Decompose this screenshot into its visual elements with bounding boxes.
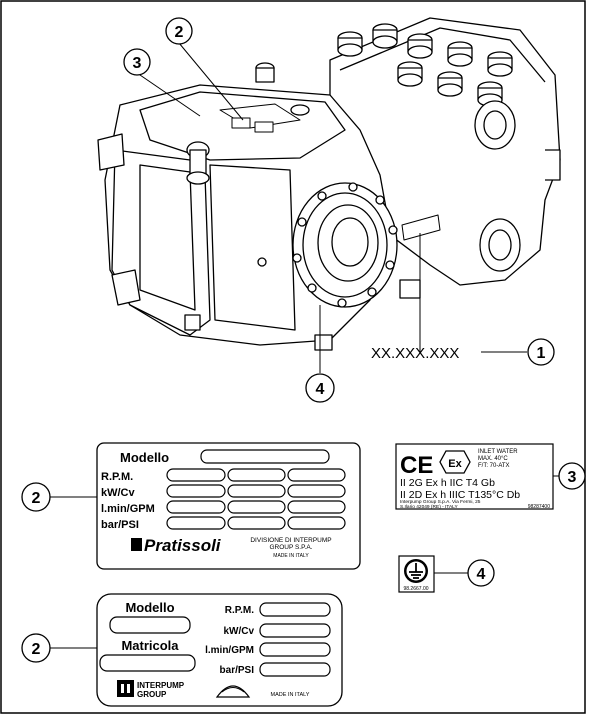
serial-number-label: Matricola bbox=[121, 638, 179, 653]
brand-text: INTERPUMP bbox=[137, 681, 185, 690]
atex-line-gas: II 2G Ex h IIC T4 Gb bbox=[400, 477, 495, 489]
callout-number: 2 bbox=[32, 490, 41, 507]
callout-pump-1: 1 bbox=[527, 338, 555, 366]
brand-name: Pratissoli bbox=[144, 536, 222, 555]
label-code: 98.2667.00 bbox=[403, 586, 428, 592]
made-in-text: MADE IN ITALY bbox=[271, 692, 310, 698]
callout-number: 1 bbox=[537, 345, 546, 362]
ex-hexagon-icon bbox=[439, 450, 471, 474]
inlet-text: MAX. 40°C bbox=[478, 456, 508, 462]
division-text: MADE IN ITALY bbox=[273, 553, 309, 559]
callout-number: 3 bbox=[568, 469, 577, 486]
callout-top-2: 2 bbox=[165, 17, 193, 45]
ce-atex-label: CE Ex INLET WATER MAX. 40°C F/T: 70-ATX … bbox=[395, 443, 586, 510]
nameplate-pratissoli: 2 Modello R.P.M. kW/Cv l.min/GPM bar/PSI… bbox=[21, 442, 361, 570]
callout-number: 2 bbox=[175, 24, 184, 41]
serial-label: XX.XXX.XXX bbox=[371, 345, 459, 362]
atex-line-dust: II 2D Ex h IIIC T135°C Db bbox=[400, 489, 520, 501]
address-text: Interpump Group S.p.A. Via Fermi, 25 bbox=[400, 499, 481, 505]
model-label: Modello bbox=[125, 600, 174, 615]
inlet-text: INLET WATER bbox=[478, 449, 518, 455]
label-code: 98287400 bbox=[528, 504, 550, 510]
callout-number: 3 bbox=[133, 55, 142, 72]
gearbox-flange bbox=[292, 182, 398, 308]
nameplate-interpump: 2 Modello Matricola R.P.M. kW/Cv l.min/G… bbox=[21, 593, 343, 707]
brand-text: GROUP bbox=[137, 690, 167, 699]
row-label: bar/PSI bbox=[220, 665, 255, 676]
ce-mark: CE bbox=[400, 452, 433, 479]
valve-caps bbox=[337, 23, 513, 107]
row-label: R.P.M. bbox=[225, 605, 254, 616]
pump-illustration bbox=[97, 17, 561, 351]
row-label: kW/Cv bbox=[101, 487, 136, 499]
plate-fields bbox=[259, 602, 331, 677]
callout-number: 4 bbox=[477, 566, 486, 583]
row-label: l.min/GPM bbox=[101, 503, 155, 515]
ground-icon bbox=[409, 563, 423, 579]
plate-title: Modello bbox=[120, 450, 169, 465]
address-text: S.Ilario 42049 (RE) - ITALY bbox=[400, 504, 458, 510]
callout-number: 2 bbox=[32, 641, 41, 658]
callout-number: 4 bbox=[316, 381, 325, 398]
callout-top-3: 3 bbox=[123, 48, 151, 76]
row-label: R.P.M. bbox=[101, 471, 133, 483]
row-label: kW/Cv bbox=[223, 626, 254, 637]
leader-lines bbox=[139, 42, 527, 373]
brand-logo-icon bbox=[131, 538, 142, 551]
ground-label: 98.2667.00 4 bbox=[398, 555, 495, 593]
row-label: l.min/GPM bbox=[205, 645, 254, 656]
ex-mark: Ex bbox=[448, 458, 462, 470]
callout-pump-4: 4 bbox=[305, 373, 335, 403]
plate-fields bbox=[166, 468, 346, 530]
inlet-text: F/T: 70-ATX bbox=[478, 463, 510, 469]
division-text: GROUP S.P.A. bbox=[269, 544, 312, 551]
division-text: DIVISIONE DI INTERPUMP bbox=[250, 537, 331, 544]
interpump-logo-icon bbox=[117, 680, 134, 697]
crown-emblem-icon bbox=[215, 685, 251, 698]
row-label: bar/PSI bbox=[101, 519, 139, 531]
